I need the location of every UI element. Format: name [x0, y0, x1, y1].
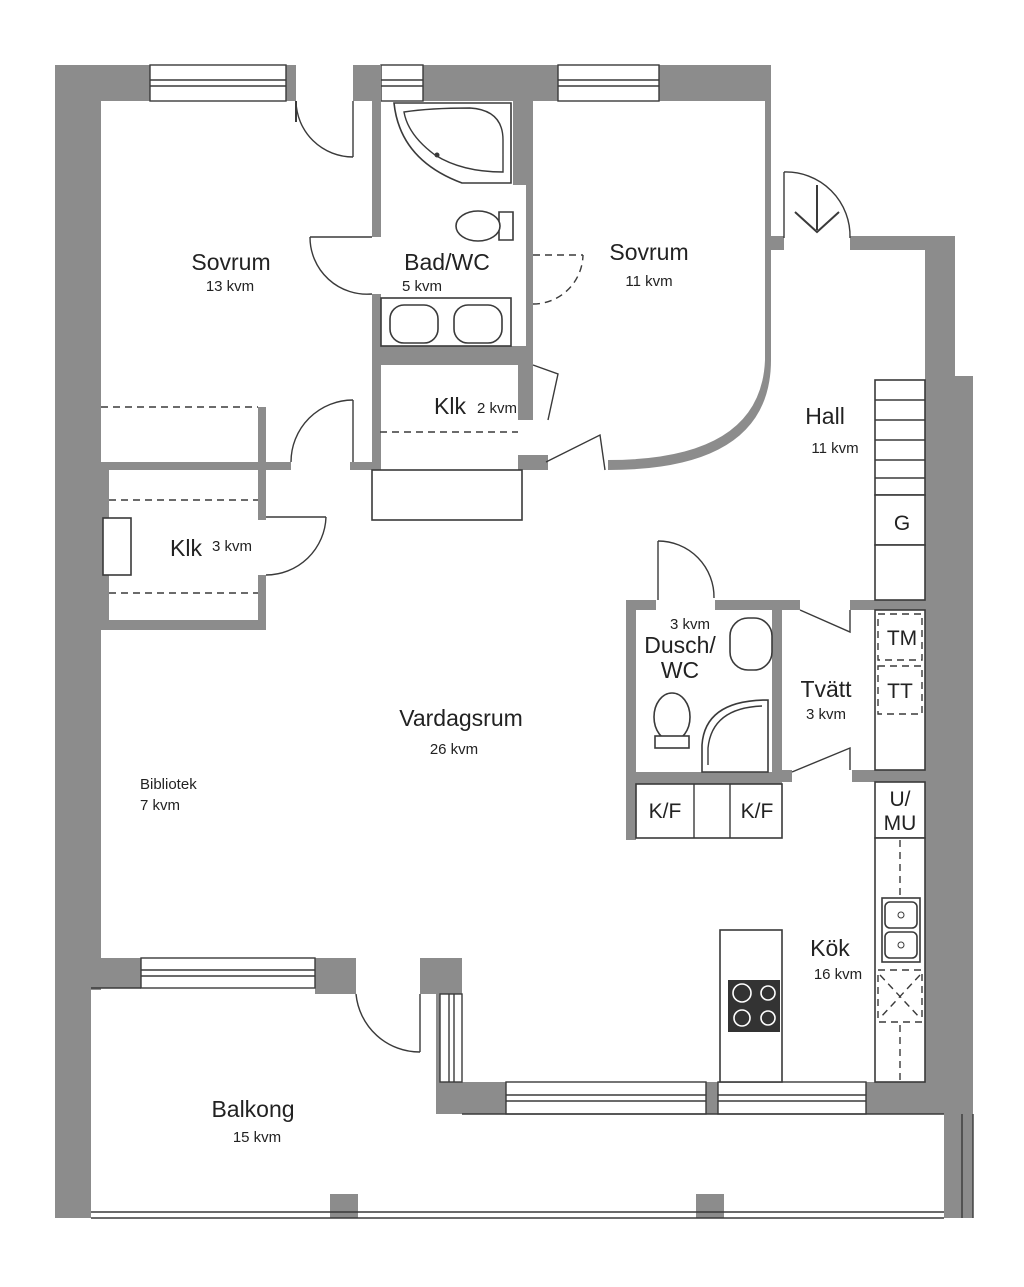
- appliance-umu-label-2: MU: [884, 812, 917, 835]
- doors: [265, 100, 851, 1053]
- room-tvatt-name: Tvätt: [800, 676, 852, 702]
- appliance-tt-label: TT: [887, 680, 913, 703]
- room-kok-name: Kök: [810, 935, 850, 961]
- room-sovrum-1-name: Sovrum: [191, 249, 270, 275]
- room-bibliotek-area: 7 kvm: [140, 797, 180, 814]
- room-sovrum-2-area: 11 kvm: [625, 273, 672, 290]
- windows: [140, 64, 867, 1115]
- appliance-tm-label: TM: [887, 627, 917, 650]
- room-vardagsrum-name: Vardagsrum: [399, 705, 523, 731]
- room-hall-area: 11 kvm: [811, 440, 858, 457]
- room-kok-area: 16 kvm: [814, 966, 862, 983]
- cabinets: [635, 379, 926, 1083]
- room-vardagsrum-area: 26 kvm: [430, 741, 478, 758]
- room-klk-small-area: 2 kvm: [477, 400, 517, 417]
- room-hall-name: Hall: [805, 403, 845, 429]
- interior-walls: [101, 65, 925, 840]
- appliance-labels: G TM TT K/F K/F U/ MU: [649, 512, 918, 835]
- dusch-fixtures: [653, 617, 773, 773]
- room-klk-small-name: Klk: [434, 393, 466, 419]
- appliance-g-label: G: [894, 512, 910, 535]
- closet-lines: [101, 406, 523, 594]
- appliance-kf-2-label: K/F: [741, 800, 774, 823]
- room-labels: Sovrum 13 kvm Bad/WC 5 kvm Sovrum 11 kvm…: [140, 239, 862, 1146]
- room-sovrum-1-area: 13 kvm: [206, 278, 254, 295]
- room-bibliotek-name: Bibliotek: [140, 776, 197, 793]
- appliance-kf-1-label: K/F: [649, 800, 682, 823]
- room-balkong-name: Balkong: [211, 1096, 294, 1122]
- bath-fixtures: [380, 102, 514, 347]
- room-klk3-name: Klk: [170, 535, 202, 561]
- room-bad-name: Bad/WC: [404, 249, 490, 275]
- balcony-railing: [91, 987, 974, 1219]
- room-klk3-area: 3 kvm: [212, 538, 252, 555]
- room-tvatt-area: 3 kvm: [806, 706, 846, 723]
- room-sovrum-2-name: Sovrum: [609, 239, 688, 265]
- room-dusch-area: 3 kvm: [670, 616, 710, 633]
- room-dusch-name-2: WC: [661, 657, 699, 683]
- room-bad-area: 5 kvm: [402, 278, 442, 295]
- outer-walls: [55, 65, 973, 1218]
- appliance-umu-label-1: U/: [890, 788, 911, 811]
- room-balkong-area: 15 kvm: [233, 1129, 281, 1146]
- room-dusch-name-1: Dusch/: [644, 632, 716, 658]
